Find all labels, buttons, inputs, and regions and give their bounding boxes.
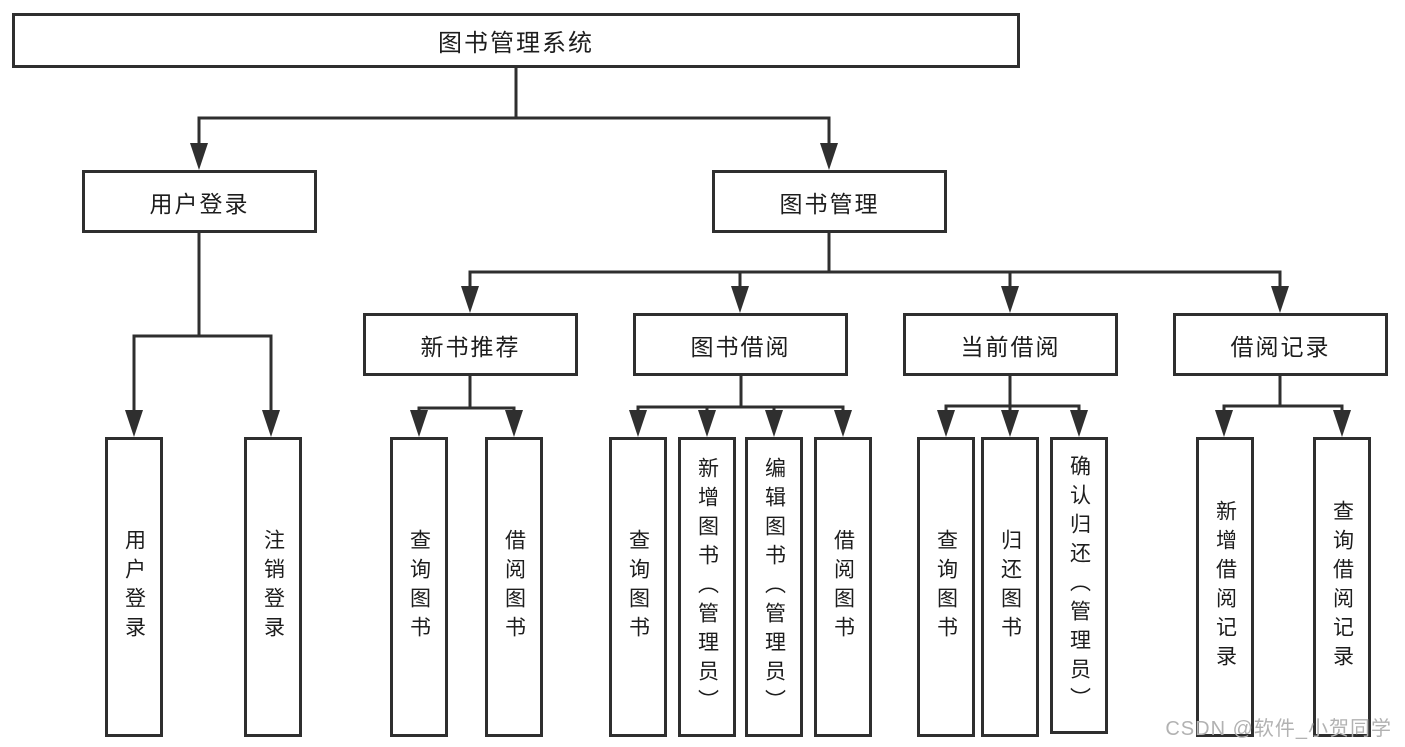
leaf-query-books-current: 查询图书 xyxy=(917,437,975,737)
node-user-login: 用户登录 xyxy=(82,170,317,233)
leaf-add-borrow-record: 新增借阅记录 xyxy=(1196,437,1254,737)
leaf-edit-book-admin: 编辑图书（管理员） xyxy=(745,437,803,737)
leaf-logout: 注销登录 xyxy=(244,437,302,737)
node-new-book-recommend: 新书推荐 xyxy=(363,313,578,376)
leaf-borrow-books-recommend: 借阅图书 xyxy=(485,437,543,737)
leaf-borrow-books: 借阅图书 xyxy=(814,437,872,737)
node-borrowing-records: 借阅记录 xyxy=(1173,313,1388,376)
leaf-confirm-return-admin: 确认归还（管理员） xyxy=(1050,437,1108,734)
node-book-management: 图书管理 xyxy=(712,170,947,233)
leaf-add-book-admin: 新增图书（管理员） xyxy=(678,437,736,737)
leaf-query-borrow-record: 查询借阅记录 xyxy=(1313,437,1371,737)
leaf-return-book: 归还图书 xyxy=(981,437,1039,737)
node-current-borrowing: 当前借阅 xyxy=(903,313,1118,376)
leaf-query-books-recommend: 查询图书 xyxy=(390,437,448,737)
leaf-user-login: 用户登录 xyxy=(105,437,163,737)
csdn-watermark: CSDN @软件_小贺同学 xyxy=(1165,718,1392,740)
node-book-borrowing: 图书借阅 xyxy=(633,313,848,376)
leaf-query-books-borrowing: 查询图书 xyxy=(609,437,667,737)
node-root: 图书管理系统 xyxy=(12,13,1020,68)
